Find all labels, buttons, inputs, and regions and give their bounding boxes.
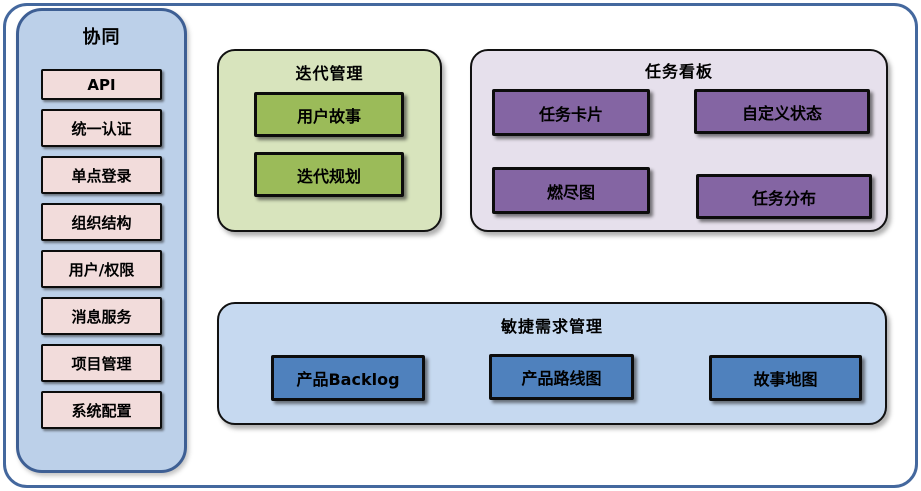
block-task-distribution: 任务分布 bbox=[696, 174, 872, 219]
sidebar-item-sso: 单点登录 bbox=[41, 156, 162, 194]
block-product-backlog: 产品Backlog bbox=[271, 355, 425, 401]
panel-iteration-management: 迭代管理 用户故事 迭代规划 bbox=[217, 49, 442, 232]
sidebar-item-project-mgmt: 项目管理 bbox=[41, 344, 162, 382]
panel-kanban-title: 任务看板 bbox=[644, 62, 713, 81]
block-task-card: 任务卡片 bbox=[492, 89, 650, 136]
sidebar-title: 协同 bbox=[82, 27, 121, 48]
outer-frame bbox=[3, 3, 918, 488]
block-story-map: 故事地图 bbox=[709, 355, 862, 401]
sidebar-item-user-permission: 用户/权限 bbox=[41, 250, 162, 288]
block-product-roadmap: 产品路线图 bbox=[489, 354, 634, 400]
panel-agile-requirements: 敏捷需求管理 产品Backlog 产品路线图 故事地图 bbox=[217, 302, 887, 425]
block-user-story: 用户故事 bbox=[254, 92, 404, 137]
sidebar-item-unified-auth: 统一认证 bbox=[41, 109, 162, 147]
sidebar-item-list: API 统一认证 单点登录 组织结构 用户/权限 消息服务 项目管理 系统配置 bbox=[41, 69, 162, 429]
sidebar-item-message-service: 消息服务 bbox=[41, 297, 162, 335]
panel-requirements-title: 敏捷需求管理 bbox=[500, 317, 603, 336]
sidebar-item-system-config: 系统配置 bbox=[41, 391, 162, 429]
block-custom-status: 自定义状态 bbox=[694, 89, 870, 134]
block-burndown-chart: 燃尽图 bbox=[492, 167, 650, 214]
sidebar-collaboration-group: 协同 API 统一认证 单点登录 组织结构 用户/权限 消息服务 项目管理 系统… bbox=[16, 8, 187, 473]
block-iteration-planning: 迭代规划 bbox=[254, 152, 404, 197]
panel-task-kanban: 任务看板 任务卡片 自定义状态 燃尽图 任务分布 bbox=[470, 49, 888, 232]
sidebar-item-org-structure: 组织结构 bbox=[41, 203, 162, 241]
sidebar-item-api: API bbox=[41, 69, 162, 100]
panel-iteration-title: 迭代管理 bbox=[295, 64, 364, 83]
